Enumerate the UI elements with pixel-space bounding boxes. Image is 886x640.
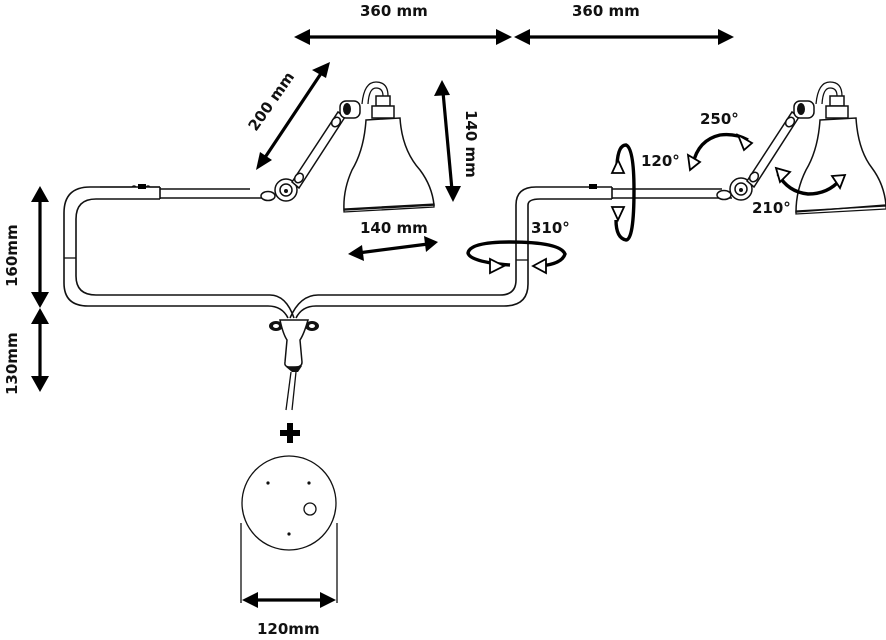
label-base-diameter: 120mm xyxy=(257,620,320,638)
label-rotation-210: 210° xyxy=(752,199,791,217)
dimension-right-arm: 360 mm xyxy=(514,2,734,45)
label-shade-width: 140 mm xyxy=(360,219,428,237)
label-frame-lower-height: 130mm xyxy=(3,332,21,395)
base-plate xyxy=(240,455,338,603)
left-frame-tube xyxy=(63,184,295,319)
left-lamp-shade xyxy=(343,81,435,213)
dimension-frame-lower: 130mm xyxy=(3,308,49,395)
label-frame-upper-height: 160mm xyxy=(3,224,21,287)
label-rotation-120: 120° xyxy=(641,152,680,170)
right-lamp-arm xyxy=(716,100,815,201)
label-shade-height: 140 mm xyxy=(462,110,480,178)
label-left-arm-length: 360 mm xyxy=(360,2,428,20)
right-lamp-shade xyxy=(795,81,886,215)
rotation-310-indicator: 310° xyxy=(466,219,570,275)
label-rotation-310: 310° xyxy=(531,219,570,237)
rotation-210-indicator: 210° xyxy=(752,166,847,217)
dimension-left-arm: 360 mm xyxy=(294,2,512,45)
right-frame-tube xyxy=(289,184,732,319)
dimension-frame-upper: 160mm xyxy=(3,186,49,308)
plus-icon xyxy=(280,423,300,443)
rotation-120-indicator: 120° xyxy=(610,143,680,242)
dimension-shade-height: 140 mm xyxy=(434,80,480,202)
rotation-250-indicator: 250° xyxy=(686,110,754,172)
label-right-arm-length: 360 mm xyxy=(572,2,640,20)
dimension-shade-width: 140 mm xyxy=(348,219,438,261)
wall-mount-bracket xyxy=(269,319,319,411)
left-lamp-arm xyxy=(260,100,361,202)
dimension-base-diameter: 120mm xyxy=(242,592,336,638)
label-upper-arm-length: 200 mm xyxy=(245,68,299,134)
label-rotation-250: 250° xyxy=(700,110,739,128)
